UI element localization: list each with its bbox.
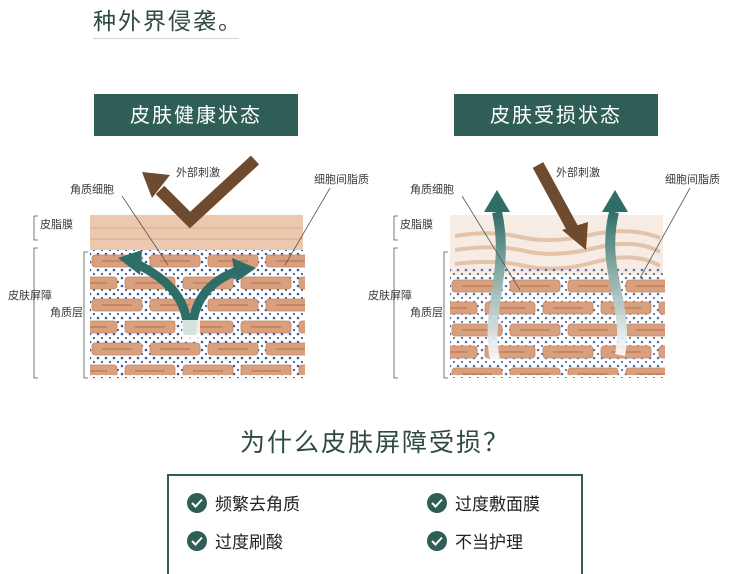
label-barrier-right: 皮肤屏障 xyxy=(368,288,412,302)
intro-text: 种外界侵袭。 xyxy=(93,9,243,35)
keratinocyte-cell xyxy=(509,367,561,375)
keratinocyte-cell xyxy=(90,364,118,375)
label-corneum-right: 角质层 xyxy=(410,306,443,319)
keratinocyte-cell xyxy=(34,343,84,355)
label-keratinocyte-left: 角质细胞 xyxy=(70,183,114,196)
keratinocyte-cell xyxy=(625,367,665,375)
keratinocyte-cell xyxy=(451,367,503,375)
label-barrier-left: 皮肤屏障 xyxy=(8,288,52,302)
keratinocyte-cell xyxy=(357,365,407,377)
reason-item: 过度刷酸 xyxy=(187,528,283,553)
check-icon xyxy=(187,530,207,551)
keratinocyte-cell xyxy=(567,367,619,375)
keratinocyte-cell xyxy=(684,324,734,336)
label-external-right: 外部刺激 xyxy=(556,165,600,179)
keratinocyte-cell xyxy=(717,346,750,358)
skin-diagram: 外部刺激 角质细胞 细胞间脂质 皮脂膜 皮肤屏障 角质层 外部刺激 角质细胞 细… xyxy=(8,155,750,380)
keratinocyte-cell xyxy=(298,276,305,290)
keratinocyte-cell xyxy=(298,320,305,334)
damaged-panel-title: 皮肤受损状态 xyxy=(454,94,658,136)
external-stimulus-arrow xyxy=(155,155,260,229)
keratinocyte-cell xyxy=(34,255,84,267)
keratinocyte-cell xyxy=(684,368,734,380)
keratinocyte-cell xyxy=(324,343,374,355)
moisture-loss-arrow-left xyxy=(487,210,506,361)
keratinocyte-cell xyxy=(742,368,750,380)
divider xyxy=(93,38,239,39)
label-keratinocyte-right: 角质细胞 xyxy=(410,183,454,196)
keratinocyte-cell xyxy=(182,364,234,375)
keratinocyte-cell xyxy=(382,255,432,267)
check-icon xyxy=(427,492,447,513)
label-external-left: 外部刺激 xyxy=(176,165,220,179)
keratinocyte-cell xyxy=(658,345,665,359)
external-stimulus-arrow-right xyxy=(532,162,581,236)
question-heading: 为什么皮肤屏障受损？ xyxy=(239,428,510,457)
keratinocyte-cell xyxy=(742,280,750,292)
keratinocyte-cell xyxy=(124,364,176,375)
keratinocyte-cell xyxy=(394,368,444,380)
reason-item: 不当护理 xyxy=(427,528,523,553)
keratinocyte-cell xyxy=(684,280,734,292)
reason-item: 频繁去角质 xyxy=(187,490,300,515)
reasons-box: 频繁去角质 过度敷面膜 过度刷酸 不当护理 xyxy=(167,474,583,574)
keratinocyte-cell xyxy=(324,299,374,311)
label-sebum-left: 皮脂膜 xyxy=(40,217,73,231)
damaged-skin-layers xyxy=(394,215,750,380)
reason-item: 过度敷面膜 xyxy=(427,490,540,515)
label-lipid-right: 细胞间脂质 xyxy=(665,172,720,186)
check-icon xyxy=(187,492,207,513)
healthy-panel-title: 皮肤健康状态 xyxy=(94,94,298,136)
label-sebum-right: 皮脂膜 xyxy=(400,217,433,231)
keratinocyte-cell xyxy=(742,324,750,336)
keratinocyte-cell xyxy=(717,302,750,314)
keratinocyte-cell xyxy=(658,301,665,315)
label-corneum-left: 角质层 xyxy=(50,306,83,319)
keratinocyte-cell xyxy=(394,324,444,336)
keratinocyte-cell xyxy=(382,343,432,355)
moisture-loss-arrow-right xyxy=(605,210,628,356)
label-lipid-left: 细胞间脂质 xyxy=(314,172,369,186)
keratinocyte-cell xyxy=(357,277,407,289)
keratinocyte-cell xyxy=(357,321,407,333)
keratinocyte-cell xyxy=(240,364,292,375)
check-icon xyxy=(427,530,447,551)
keratinocyte-cell xyxy=(298,364,305,375)
keratinocyte-cell xyxy=(324,255,374,267)
